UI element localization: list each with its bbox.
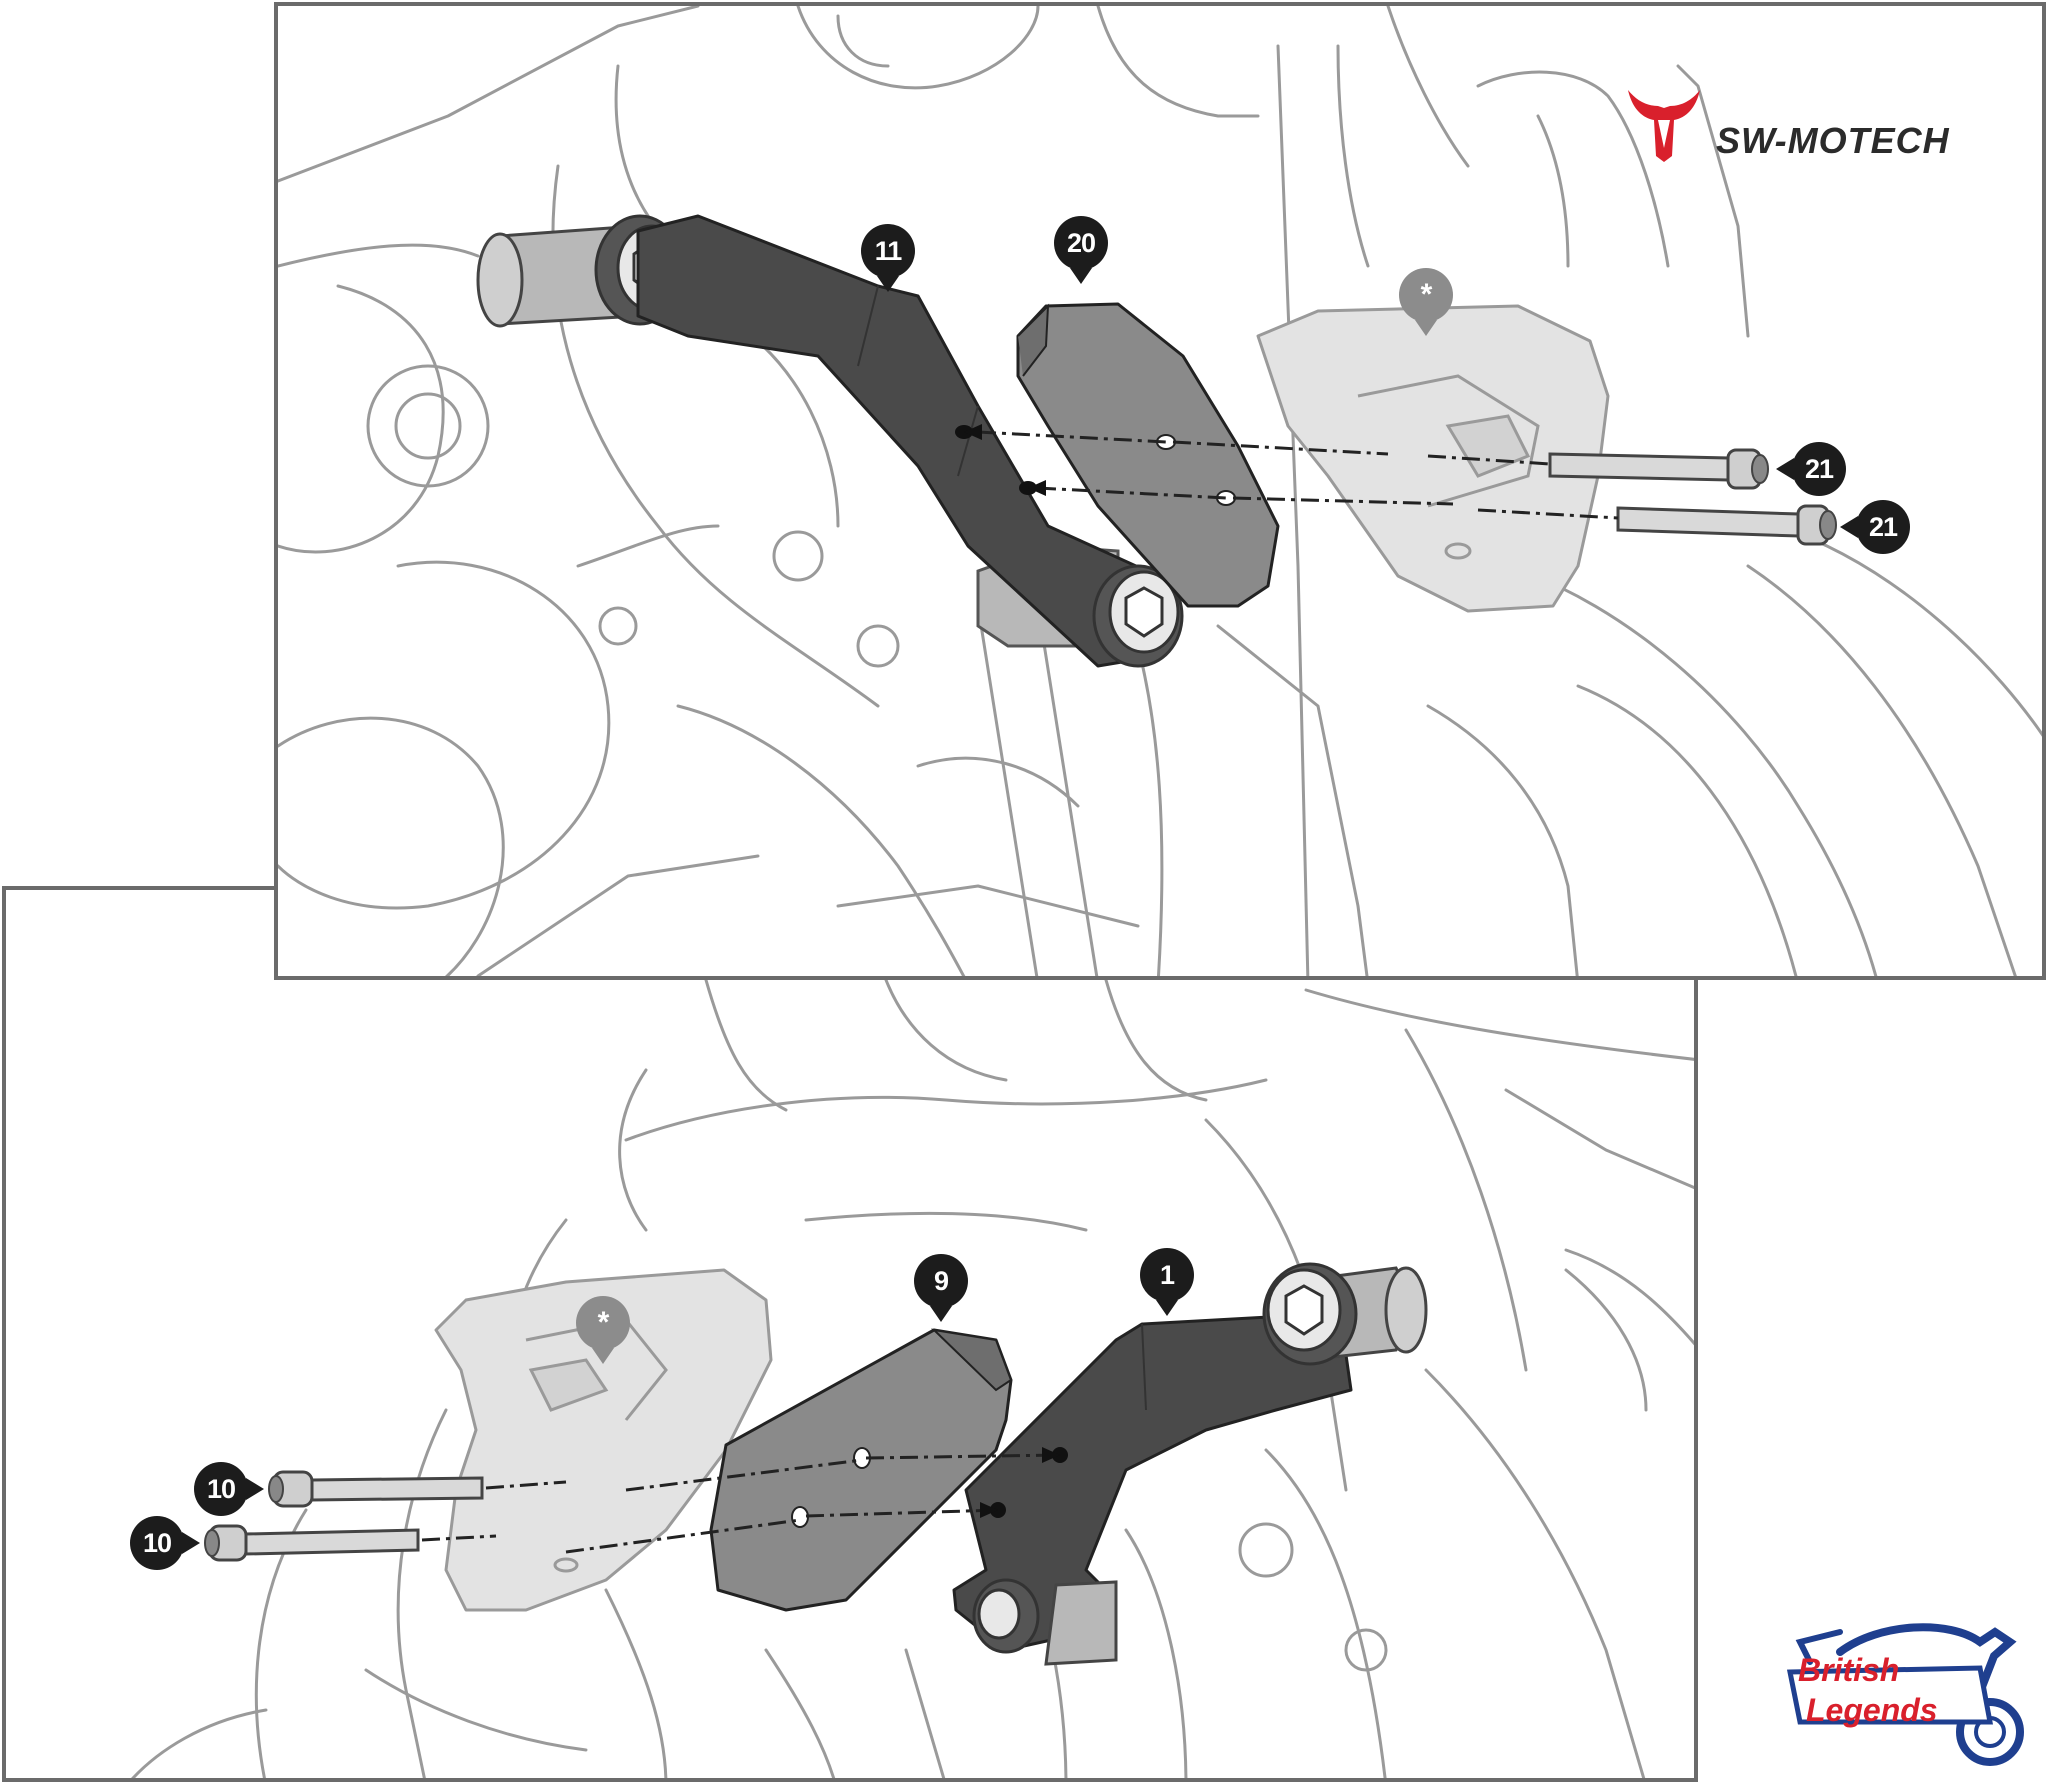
bracket-part-1: [952, 1262, 1428, 1666]
british-legends-logo: British Legends: [1780, 1612, 2030, 1772]
bolts-part-10: [204, 1470, 484, 1562]
callout-label: *: [1420, 278, 1433, 311]
callout-optional-part-bottom: *: [576, 1296, 630, 1364]
plate-part-9: [709, 1328, 1013, 1612]
callout-part-21-lower: 21: [1840, 500, 1910, 554]
callout-part-1: 1: [1140, 1248, 1194, 1316]
callout-label: 10: [206, 1473, 236, 1504]
callout-label: 20: [1066, 227, 1096, 258]
callout-label: 11: [874, 235, 903, 266]
callout-optional-part-top: *: [1399, 268, 1453, 336]
bottom-assembly-panel: 9 1 * 10 10: [2, 886, 1698, 1782]
callout-part-20: 20: [1054, 216, 1108, 284]
bracket-part-11: [636, 214, 1184, 668]
british-word: British: [1798, 1652, 1900, 1688]
sw-bull-horns-icon: [1628, 90, 1700, 162]
top-exploded-drawing: [278, 6, 2042, 976]
callout-label: *: [597, 1306, 610, 1339]
bottom-exploded-drawing: [131, 898, 1694, 1778]
sw-motech-wordmark: SW-MOTECH: [1716, 120, 1950, 161]
bolts-part-21: [1548, 448, 1837, 546]
callout-label: 21: [1868, 511, 1898, 542]
callout-part-21-upper: 21: [1776, 442, 1846, 496]
callout-part-10-upper: 10: [194, 1462, 264, 1516]
callout-label: 10: [142, 1527, 172, 1558]
motorcycle-outline-icon: [1786, 1623, 2024, 1766]
callout-part-9: 9: [914, 1254, 968, 1322]
callout-part-11: 11: [861, 224, 915, 292]
legends-word: Legends: [1806, 1692, 1938, 1728]
callout-label: 1: [1159, 1259, 1175, 1290]
callout-label: 9: [933, 1265, 949, 1296]
optional-guard-bottom: [434, 1268, 773, 1612]
sw-motech-logo: SW-MOTECH: [1624, 86, 2024, 166]
callout-part-10-lower: 10: [130, 1516, 200, 1570]
callout-label: 21: [1804, 453, 1834, 484]
top-assembly-panel: 11 20 * 21 21 SW-MOTECH: [274, 2, 2046, 980]
